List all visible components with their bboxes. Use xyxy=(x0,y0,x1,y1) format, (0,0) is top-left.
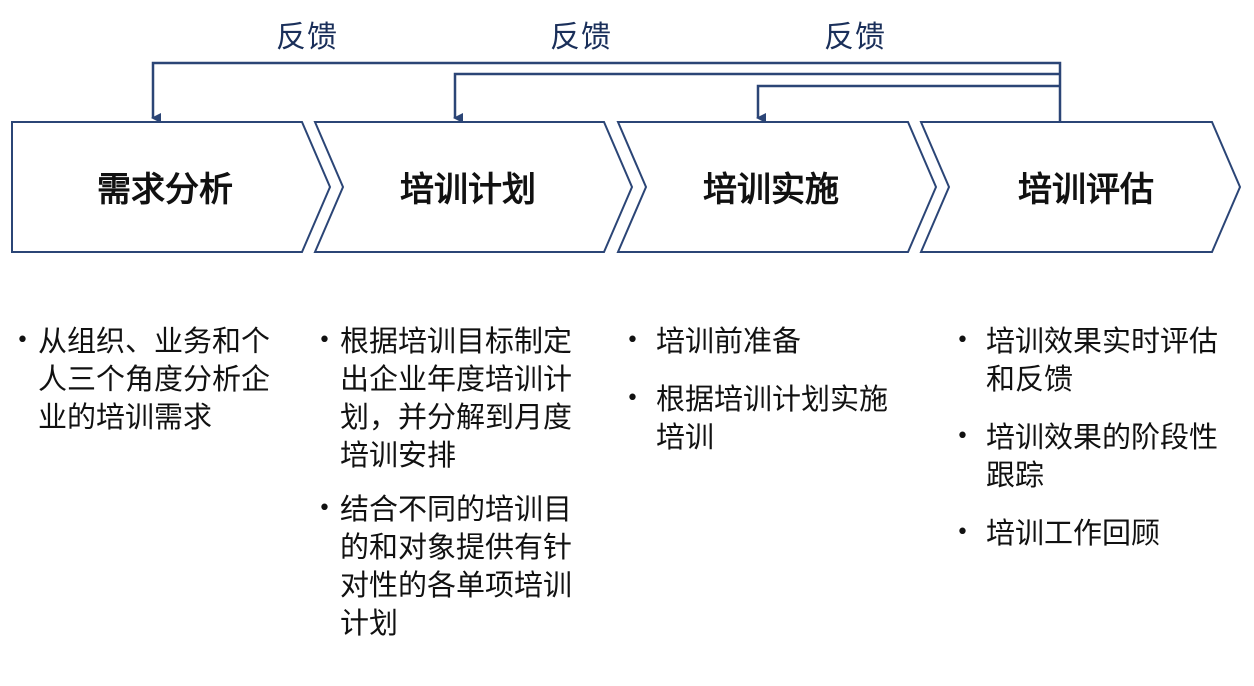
list-item: •根据培训计划实施培训 xyxy=(626,382,889,454)
bullet-icon: • xyxy=(956,424,969,449)
bullet-icon: • xyxy=(16,328,29,353)
stage-title-implementation: 培训实施 xyxy=(703,170,839,210)
stage-title-needs-analysis: 需求分析 xyxy=(97,170,233,210)
list-item: •从组织、业务和个人三个角度分析企业的培训需求 xyxy=(16,324,271,434)
bullet-icon: • xyxy=(626,328,639,353)
list-item: •结合不同的培训目的和对象提供有针对性的各单项培训计划 xyxy=(318,492,573,640)
feedback-arrow-to-training-plan xyxy=(453,72,1060,123)
bullet-icon: • xyxy=(318,328,331,353)
bullet-icon: • xyxy=(626,386,639,411)
bullets-needs-analysis: •从组织、业务和个人三个角度分析企业的培训需求 xyxy=(16,322,278,452)
list-item: •培训效果的阶段性跟踪 xyxy=(956,420,1219,492)
list-item: •培训效果实时评估和反馈 xyxy=(956,324,1219,396)
stage-title-training-plan: 培训计划 xyxy=(400,170,536,210)
feedback-arrow-to-needs-analysis xyxy=(151,61,1062,123)
stage-chevron-3 xyxy=(616,121,938,253)
list-item: •培训前准备 xyxy=(626,324,802,358)
list-item: •培训工作回顾 xyxy=(956,516,1161,550)
feedback-label: 反馈 xyxy=(824,20,886,55)
stage-chevron-4 xyxy=(919,121,1242,253)
bullet-icon: • xyxy=(956,328,969,353)
stage-chevron-2 xyxy=(313,121,634,253)
bullet-icon: • xyxy=(956,520,969,545)
bullets-implementation: •培训前准备 •根据培训计划实施培训 xyxy=(622,322,912,476)
feedback-label: 反馈 xyxy=(276,20,338,55)
bullets-evaluation: •培训效果实时评估和反馈 •培训效果的阶段性跟踪 •培训工作回顾 xyxy=(952,322,1232,572)
feedback-label: 反馈 xyxy=(550,20,612,55)
bullets-training-plan: •根据培训目标制定出企业年度培训计划，并分解到月度培训安排 •结合不同的培训目的… xyxy=(318,322,580,658)
bullet-icon: • xyxy=(318,496,331,521)
list-item: •根据培训目标制定出企业年度培训计划，并分解到月度培训安排 xyxy=(318,324,573,472)
stage-title-evaluation: 培训评估 xyxy=(1018,170,1154,210)
feedback-arrow-to-implementation xyxy=(756,84,1060,123)
stage-chevron-1 xyxy=(11,121,332,253)
